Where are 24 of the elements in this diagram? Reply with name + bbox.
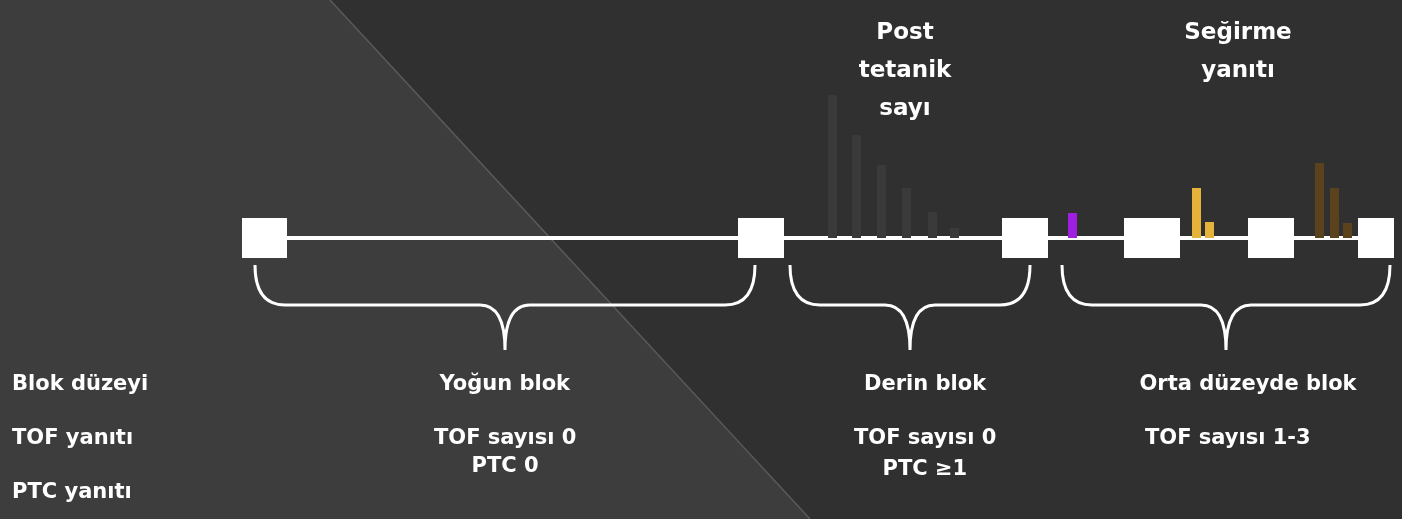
cell-text: TOF sayısı 0 bbox=[434, 424, 577, 451]
row-label: PTC yanıtı bbox=[12, 478, 132, 505]
heading: Post tetanik sayı bbox=[857, 17, 953, 122]
square-marker bbox=[1124, 218, 1180, 258]
square-marker bbox=[738, 218, 784, 258]
timeline-line bbox=[1048, 236, 1124, 240]
row-label: Blok düzeyi bbox=[12, 370, 149, 397]
column-heading: Yoğun blok bbox=[439, 370, 571, 397]
cell-text: TOF sayısı 1-3 bbox=[1145, 424, 1311, 451]
column-heading: Derin blok bbox=[864, 370, 987, 397]
square-marker bbox=[242, 218, 287, 258]
timeline-line bbox=[287, 236, 738, 240]
square-marker bbox=[1358, 218, 1394, 258]
square-marker bbox=[1248, 218, 1294, 258]
timeline-line bbox=[1294, 236, 1358, 240]
cell-text: PTC ≥1 bbox=[882, 455, 968, 482]
heading: Seğirme yanıtı bbox=[1183, 17, 1293, 84]
timeline-line bbox=[784, 236, 1002, 240]
column-heading: Orta düzeyde blok bbox=[1139, 370, 1357, 397]
row-label: TOF yanıtı bbox=[12, 424, 134, 451]
square-marker bbox=[1002, 218, 1048, 258]
timeline-line bbox=[1180, 236, 1248, 240]
cell-text: PTC 0 bbox=[471, 452, 539, 479]
cell-text: TOF sayısı 0 bbox=[854, 424, 997, 451]
